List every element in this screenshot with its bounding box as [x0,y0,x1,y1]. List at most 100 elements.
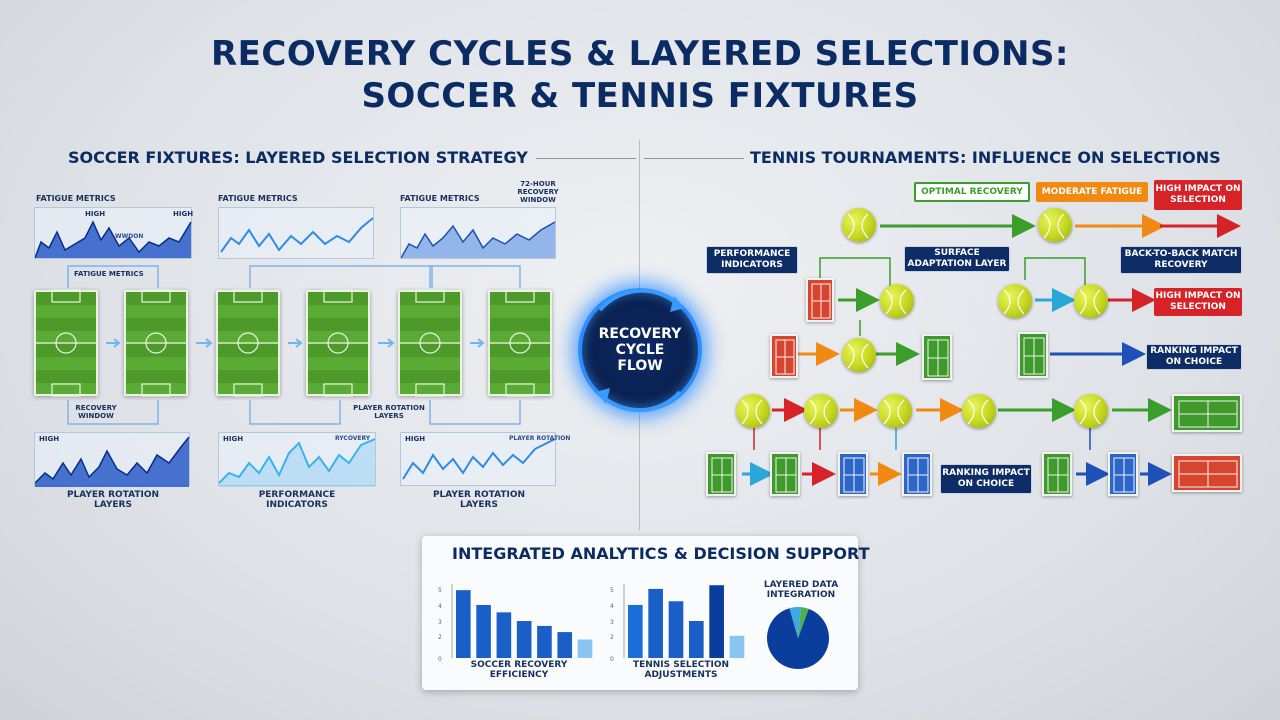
back-to-back-recovery-box: BACK-TO-BACK MATCH RECOVERY [1120,246,1242,274]
soccer-recovery-bar [476,604,491,658]
tennis-court-icon [1172,454,1242,492]
tennis-court-icon [1018,332,1048,378]
tennis-court-icon [770,334,798,378]
player-recovery-layers-label: PLAYER ROTATION LAYERS [353,404,425,420]
pie-slice [767,608,829,669]
recovery-cycle-arrows-icon [596,288,684,413]
tennis-adjustments-tick-label: 0 [610,656,614,662]
tennis-court-icon [770,452,800,496]
soccer-recovery-bar [537,625,552,658]
legend-moderate-fatigue: MODERATE FATIGUE [1036,182,1148,202]
tennis-adjustments-bar [648,588,663,658]
performance-indicators-box: PERFORMANCE INDICATORS [706,246,798,274]
tennis-court-icon [1108,452,1138,496]
tennis-adjustments-bar [709,585,724,658]
soccer-recovery-tick-label: 5 [438,587,442,594]
tennis-adjustments-tick-label: 4 [610,603,614,610]
recovery-window-label: RECOVERY WINDOW [75,404,117,420]
tennis-court-icon [902,452,932,496]
performance-indicators-label: PERFORMANCE INDICATORS [258,490,336,510]
soccer-recovery-tick-label: 3 [438,619,442,626]
tennis-court-icon [806,278,834,322]
tennis-ball-icon [804,394,838,428]
analytics-panel: INTEGRATED ANALYTICS & DECISION SUPPORT … [422,536,869,690]
fatigue-label-1: FATIGUE METRICS [36,194,116,203]
soccer-recovery-tick-label: 0 [438,656,442,662]
surface-adaptation-box: SURFACE ADAPTATION LAYER [904,246,1010,272]
rotation-chart-2: HIGH PLAYER ROTATION [400,432,570,486]
rotation-chart-2-line [402,438,556,480]
rotation-chart-2-tag-right: PLAYER ROTATION [509,435,571,442]
soccer-recovery-bar [557,632,573,658]
tennis-court-icon [1172,394,1242,432]
soccer-recovery-bar [496,612,512,658]
recovery-cycle-line3: FLOW [617,358,663,374]
soccer-bottom-connectors [67,400,521,425]
fatigue-chart-3 [400,207,556,259]
recovery-cycle-line2: CYCLE [615,342,665,358]
tennis-heading: TENNIS TOURNAMENTS: INFLUENCE ON SELECTI… [750,148,1221,167]
tennis-adjustments-label: TENNIS SELECTION ADJUSTMENTS [632,660,730,680]
analytics-panel-title: INTEGRATED ANALYTICS & DECISION SUPPORT [452,544,870,563]
fatigue-chart-1: HIGH HIGH WWDON [34,207,193,259]
ranking-impact-box-1: RANKING IMPACT ON CHOICE [1146,344,1242,370]
soccer-recovery-bars: 5 4 3 2 0 [438,584,593,663]
soccer-recovery-tick-label: 4 [438,603,442,610]
soccer-recovery-bar [516,621,532,658]
tennis-ball-icon [736,394,770,428]
high-impact-selection-box: HIGH IMPACT ON SELECTION [1154,288,1242,316]
player-rotation-label-1: PLAYER ROTATION LAYERS [66,490,160,510]
tennis-ball-icon [1038,208,1072,242]
tennis-ball-icon [842,208,876,242]
performance-chart-tag: HIGH [223,435,244,443]
performance-chart: HIGH RYCOVERY [218,432,376,487]
legend-optimal-recovery: OPTIMAL RECOVERY [914,182,1030,202]
tennis-ball-icon [1074,394,1108,428]
tennis-ball-icon [878,394,912,428]
legend-high-impact: HIGH IMPACT ON SELECTION [1154,180,1242,210]
fatigue-chart-3-line [400,221,556,259]
fatigue-label-2: FATIGUE METRICS [218,194,298,203]
tennis-adjustments-bar [668,601,684,658]
page-title-line2: SOCCER & TENNIS FIXTURES [361,76,919,116]
fatigue-chart-1-tag-high-a: HIGH [85,210,106,218]
soccer-recovery-bar [577,639,593,658]
tennis-court-icon [706,452,736,496]
player-rotation-label-2: PLAYER ROTATION LAYERS [432,490,526,510]
pie-label: LAYERED DATA INTEGRATION [763,580,839,600]
fatigue-chart-1-tag-mid: WWDON [115,233,144,240]
soccer-recovery-bar [456,590,471,658]
tennis-ball-icon [842,338,876,372]
tennis-court-icon [1042,452,1072,496]
tennis-adjustments-tick-label: 5 [610,587,614,594]
soccer-recovery-chart: 5 4 3 2 0 SOCCER RECOVERY EFFICIENCY [434,576,604,682]
performance-chart-line [218,438,376,487]
layered-data-pie [767,607,829,669]
soccer-pitch-markings [34,289,552,397]
tennis-adjustments-tick-label: 3 [610,619,614,626]
fatigue-metrics-connector-label: FATIGUE METRICS [74,270,144,278]
ranking-impact-box-2: RANKING IMPACT ON CHOICE [940,464,1032,494]
fatigue-label-3: FATIGUE METRICS [400,194,480,203]
tennis-ball-icon [1074,284,1108,318]
tennis-adjustments-bar [628,604,643,658]
pie-slice [798,607,809,638]
page-title-line1: RECOVERY CYCLES & LAYERED SELECTIONS: [210,34,1070,74]
recovery-window-72h-label: 72-HOUR RECOVERY WINDOW [517,180,559,204]
tennis-ball-icon [962,394,996,428]
soccer-top-connectors [67,265,521,288]
tennis-court-lines [711,283,1238,493]
soccer-heading-rule [536,158,636,159]
rotation-chart-2-tag: HIGH [405,435,426,443]
performance-chart-tag-right: RYCOVERY [335,435,371,442]
rotation-chart-1-tag: HIGH [39,435,60,443]
soccer-recovery-label: SOCCER RECOVERY EFFICIENCY [470,660,568,680]
tennis-court-icon [838,452,868,496]
pie-slice [789,607,802,638]
rotation-chart-1: HIGH [34,432,190,487]
tennis-ball-icon [880,284,914,318]
soccer-recovery-tick-label: 2 [438,634,442,641]
recovery-cycle-line1: RECOVERY [598,326,682,342]
soccer-heading: SOCCER FIXTURES: LAYERED SELECTION STRAT… [68,148,528,167]
